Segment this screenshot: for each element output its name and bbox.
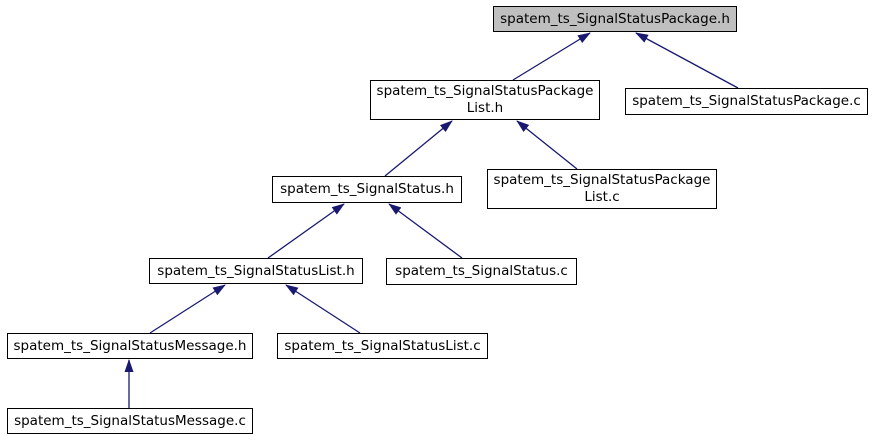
edge-packagelist_c-to-packagelist_h — [516, 120, 578, 170]
edge-message_h-to-statuslist_h — [149, 284, 226, 334]
edge-status_h-to-packagelist_h — [384, 120, 453, 177]
node-spatem-ts-signalstatuspackagelist-h[interactable]: spatem_ts_SignalStatusPackage List.h — [370, 80, 600, 120]
node-spatem-ts-signalstatusmessage-h[interactable]: spatem_ts_SignalStatusMessage.h — [7, 333, 253, 359]
edge-package_c-to-package_h — [635, 32, 739, 89]
edge-statuslist_h-to-status_h — [267, 203, 345, 259]
node-spatem-ts-signalstatuspackagelist-c[interactable]: spatem_ts_SignalStatusPackage List.c — [487, 169, 717, 209]
edge-statuslist_c-to-statuslist_h — [285, 284, 361, 334]
node-spatem-ts-signalstatuspackage-c[interactable]: spatem_ts_SignalStatusPackage.c — [625, 88, 868, 115]
node-spatem-ts-signalstatuslist-c[interactable]: spatem_ts_SignalStatusList.c — [277, 333, 488, 359]
node-spatem-ts-signalstatuspackage-h: spatem_ts_SignalStatusPackage.h — [493, 6, 737, 32]
node-spatem-ts-signalstatus-c[interactable]: spatem_ts_SignalStatus.c — [386, 258, 577, 285]
node-spatem-ts-signalstatus-h[interactable]: spatem_ts_SignalStatus.h — [272, 176, 462, 203]
node-spatem-ts-signalstatuslist-h[interactable]: spatem_ts_SignalStatusList.h — [149, 258, 363, 284]
edge-status_c-to-status_h — [388, 203, 463, 259]
edge-packagelist_h-to-package_h — [512, 32, 591, 81]
node-spatem-ts-signalstatusmessage-c[interactable]: spatem_ts_SignalStatusMessage.c — [7, 408, 253, 434]
